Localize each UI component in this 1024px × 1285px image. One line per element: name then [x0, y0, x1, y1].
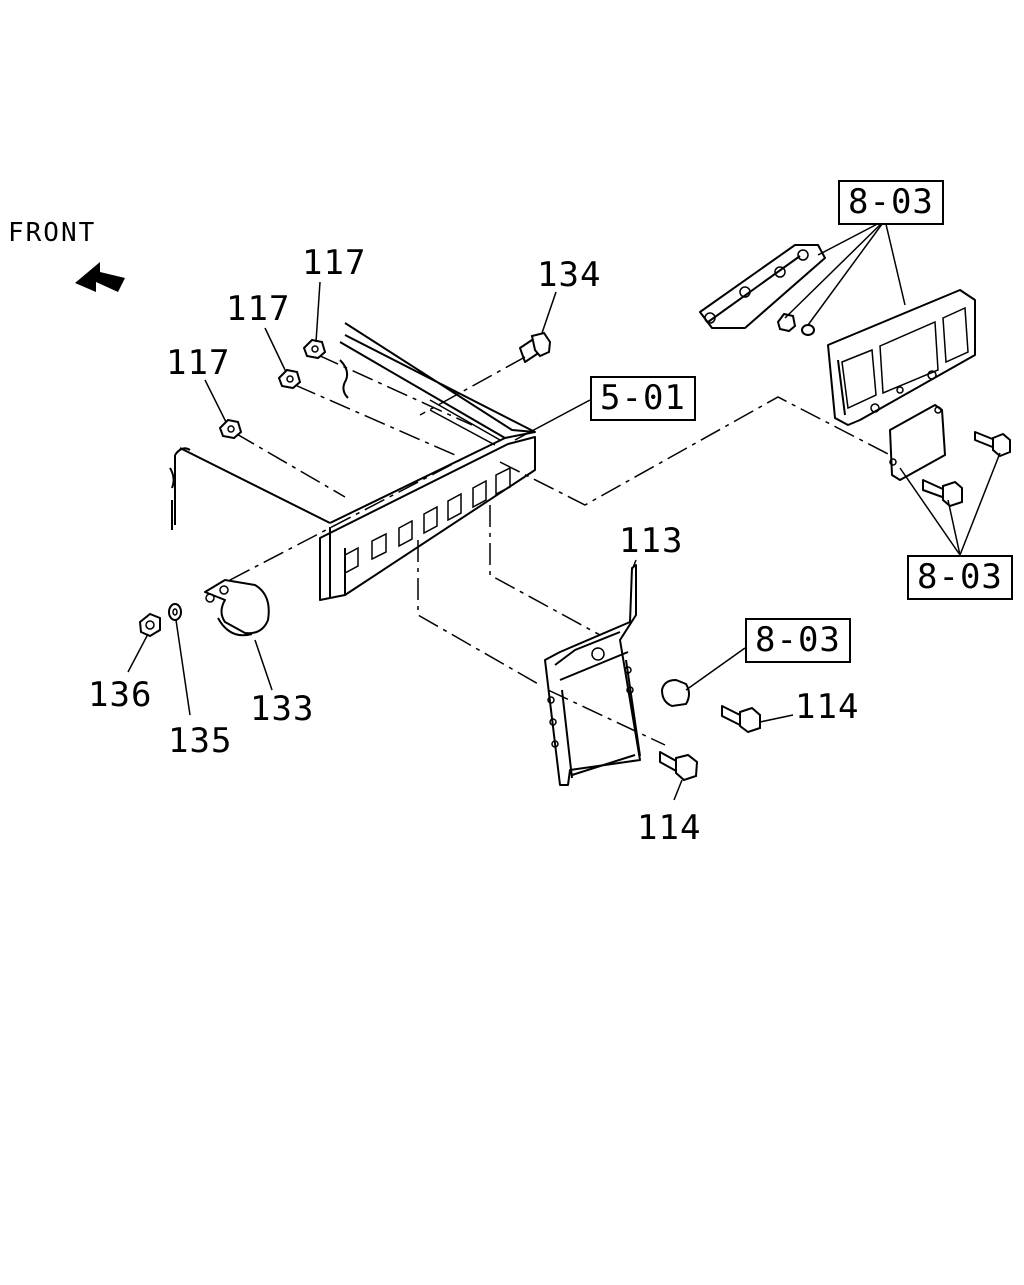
nut-117-b: [277, 368, 302, 390]
bolt-114-bottom: [659, 751, 699, 782]
bolt-114-right: [721, 705, 761, 734]
frame-rail: [169, 322, 536, 601]
leader-lines: [127, 219, 1001, 801]
bracket-113: [544, 564, 641, 786]
callout-114-bottom: 114: [637, 808, 702, 848]
callout-8-03-top: 8-03: [838, 180, 944, 225]
upper-bracket-8-03: [699, 244, 826, 336]
nut-117-c: [218, 418, 243, 440]
nut-136: [138, 612, 161, 638]
side-panel-8-03: [827, 289, 976, 426]
tow-hook-133: [204, 579, 270, 637]
callout-117-a: 117: [302, 243, 367, 283]
callout-8-03-mid: 8-03: [745, 618, 851, 663]
mount-plate-8-03: [889, 404, 1011, 508]
callout-135: 135: [168, 721, 233, 761]
nut-117-a: [302, 338, 327, 360]
washer-135: [168, 603, 182, 621]
front-label: FRONT: [8, 218, 97, 248]
callout-113: 113: [619, 521, 684, 561]
callout-8-03-right: 8-03: [907, 555, 1013, 600]
cap-8-03: [660, 678, 690, 708]
callout-117-c: 117: [166, 343, 231, 383]
callout-117-b: 117: [226, 289, 291, 329]
assembly-lines: [229, 354, 891, 746]
callout-136: 136: [88, 675, 153, 715]
callout-134: 134: [537, 255, 602, 295]
callout-133: 133: [250, 689, 315, 729]
bolt-134: [519, 331, 552, 363]
callout-114-right: 114: [795, 687, 860, 727]
callout-5-01: 5-01: [590, 376, 696, 421]
front-arrow-icon: [75, 262, 125, 292]
